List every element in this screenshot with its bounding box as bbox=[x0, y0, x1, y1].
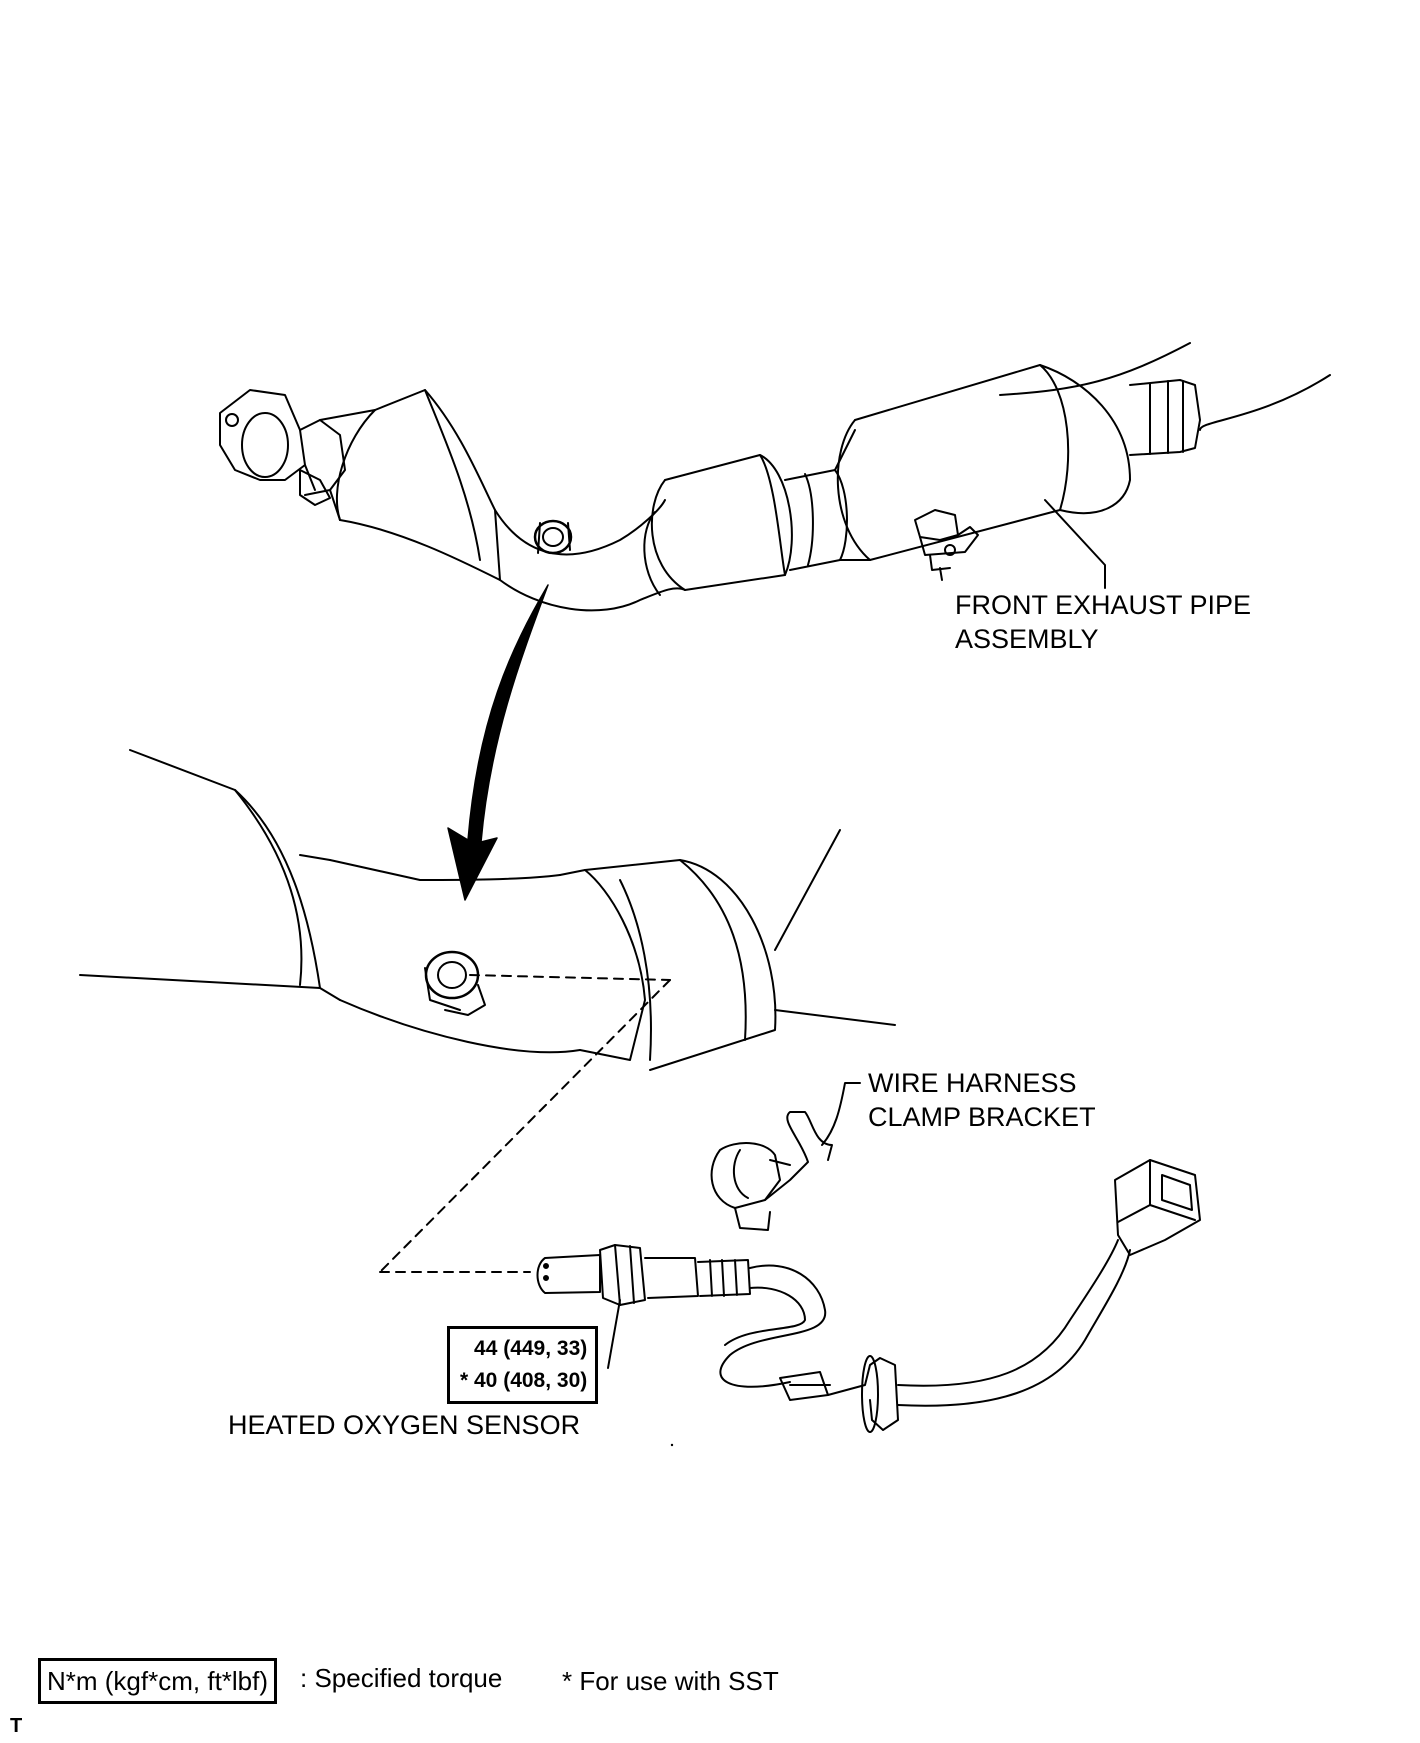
wire-harness-clamp-label-line2: CLAMP BRACKET bbox=[868, 1102, 1096, 1132]
torque-standard: 44 (449, 33) bbox=[474, 1337, 588, 1360]
front-exhaust-pipe-label-line1: FRONT EXHAUST PIPE bbox=[955, 590, 1252, 620]
torque-unit-legend-desc: : Specified torque bbox=[300, 1663, 503, 1693]
torque-unit-legend-box: N*m (kgf*cm, ft*lbf) bbox=[38, 1658, 278, 1704]
sst-legend-note: * For use with SST bbox=[562, 1666, 779, 1696]
front-exhaust-pipe-label: FRONT EXHAUST PIPE ASSEMBLY bbox=[955, 588, 1251, 656]
wire-harness-clamp-label-line1: WIRE HARNESS bbox=[868, 1068, 1077, 1098]
heated-oxygen-sensor-label: HEATED OXYGEN SENSOR bbox=[228, 1410, 581, 1440]
detail-pipe-view bbox=[79, 749, 896, 1071]
front-exhaust-pipe-label-line2: ASSEMBLY bbox=[955, 624, 1099, 654]
torque-with-sst: * 40 (408, 30) bbox=[460, 1369, 588, 1392]
corner-mark: T bbox=[10, 1715, 23, 1737]
front-exhaust-pipe-leader bbox=[1044, 499, 1106, 589]
wire-harness-clamp-bracket bbox=[710, 1111, 833, 1231]
torque-spec-box: 44 (449, 33) * 40 (408, 30) bbox=[447, 1326, 599, 1404]
clamp-bracket-leader bbox=[821, 1082, 861, 1146]
alignment-dashes bbox=[379, 974, 671, 1273]
zoom-arrow bbox=[447, 584, 549, 901]
front-exhaust-pipe-assembly bbox=[219, 342, 1331, 612]
torque-leader bbox=[607, 1299, 621, 1369]
heated-oxygen-sensor bbox=[536, 1159, 1201, 1433]
wire-harness-clamp-label: WIRE HARNESS CLAMP BRACKET bbox=[868, 1066, 1096, 1134]
